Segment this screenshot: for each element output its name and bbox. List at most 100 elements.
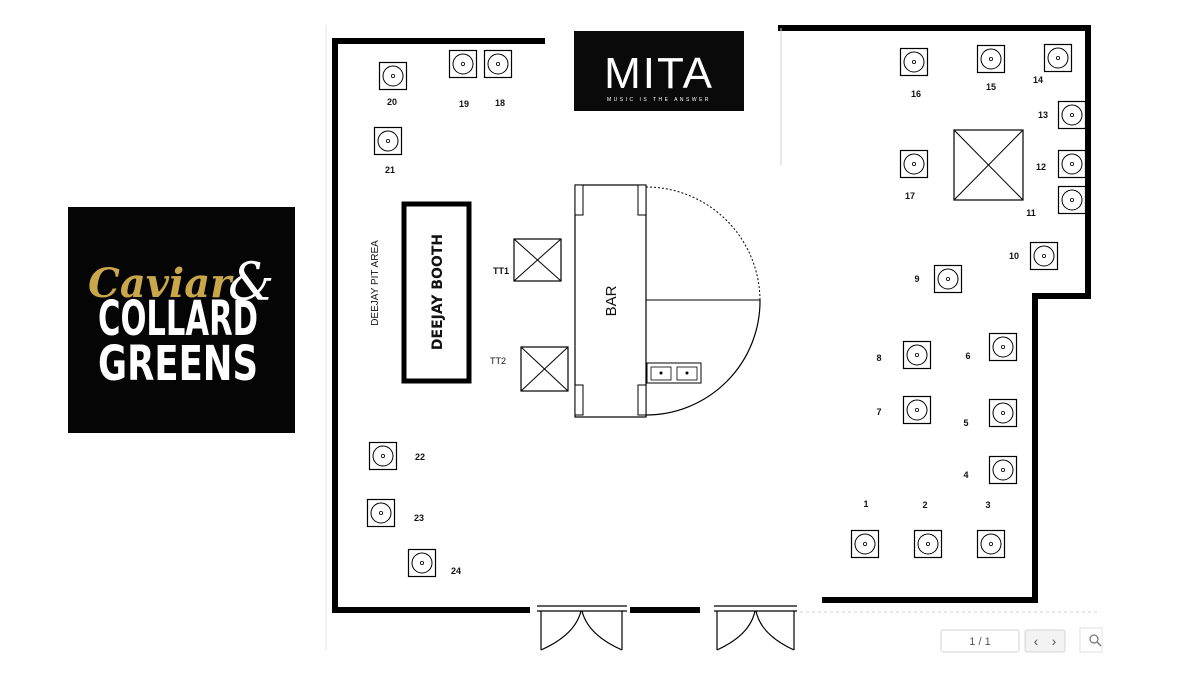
table-center-dot [989, 57, 994, 62]
table-center-dot [390, 74, 395, 79]
table-18: 18 [483, 49, 513, 108]
table-center-dot [1001, 467, 1006, 472]
tt2-label: TT2 [490, 356, 506, 366]
table-square [368, 441, 398, 471]
table-number-label: 21 [385, 165, 395, 175]
table-center-dot [989, 542, 994, 547]
table-square [850, 529, 880, 559]
table-square [1057, 149, 1087, 179]
table-top-circle [372, 445, 394, 467]
entrance-doors-left [537, 605, 627, 651]
table-square [933, 264, 963, 294]
deejay-booth-outline [401, 201, 472, 384]
table-23: 23 [366, 498, 424, 528]
table-17: 17 [899, 149, 929, 201]
wall-west-north [332, 38, 545, 613]
page-indicator-box [940, 629, 1020, 653]
table-number-label: 19 [459, 99, 469, 109]
table-square [988, 332, 1018, 362]
table-15: 15 [976, 44, 1006, 92]
table-9: 9 [914, 264, 963, 294]
table-top-circle [487, 53, 509, 75]
table-1: 1 [850, 499, 880, 559]
table-10: 10 [1009, 241, 1059, 271]
table-square [976, 529, 1006, 559]
table-6: 6 [965, 332, 1018, 362]
table-center-dot [378, 510, 383, 515]
table-number-label: 5 [963, 418, 968, 428]
next-page-button[interactable]: › [1052, 633, 1057, 649]
table-square [913, 529, 943, 559]
table-center-dot [863, 542, 868, 547]
table-center-dot [912, 60, 917, 65]
logo-background [68, 207, 295, 433]
table-top-circle [1033, 245, 1055, 267]
table-number-label: 9 [914, 274, 919, 284]
table-number-label: 13 [1038, 110, 1048, 120]
table-top-circle [903, 153, 925, 175]
table-square [899, 149, 929, 179]
table-2: 2 [913, 500, 943, 559]
table-12: 12 [1036, 149, 1087, 179]
table-square [373, 126, 403, 156]
table-top-circle [917, 533, 939, 555]
table-center-dot [1042, 253, 1047, 258]
tt1-label: TT1 [493, 266, 509, 276]
mita-sign: MITA MUSIC IS THE ANSWER [574, 31, 744, 111]
table-top-circle [992, 459, 1014, 481]
bar-sink [646, 362, 702, 384]
table-square [1057, 100, 1087, 130]
table-top-circle [906, 344, 928, 366]
table-top-circle [452, 53, 474, 75]
table-square [407, 548, 437, 578]
table-number-label: 23 [414, 513, 424, 523]
deejay-booth: DEEJAY BOOTH [401, 201, 472, 384]
turntable-tt1 [513, 238, 562, 282]
entrance-doors-right [714, 605, 797, 651]
table-20: 20 [378, 61, 408, 107]
mita-tagline: MUSIC IS THE ANSWER [607, 97, 711, 103]
table-top-circle [1061, 104, 1083, 126]
table-number-label: 1 [863, 499, 868, 509]
table-square [988, 455, 1018, 485]
table-4: 4 [963, 455, 1018, 485]
table-center-dot [385, 138, 390, 143]
page-arrows-group [1024, 629, 1066, 653]
table-center-dot [915, 352, 920, 357]
table-11: 11 [1026, 185, 1087, 218]
table-top-circle [370, 502, 392, 524]
table-center-dot [460, 62, 465, 67]
table-square [902, 395, 932, 425]
table-square [1043, 43, 1073, 73]
table-center-dot [926, 542, 931, 547]
table-square [902, 340, 932, 370]
table-top-circle [411, 552, 433, 574]
deejay-booth-label: DEEJAY BOOTH [430, 234, 446, 350]
table-top-circle [1061, 153, 1083, 175]
page-navigator: 1 / 1 ‹ › [940, 627, 1103, 653]
table-center-dot [1070, 113, 1075, 118]
table-square [1057, 185, 1087, 215]
table-square [1029, 241, 1059, 271]
table-square [483, 49, 513, 79]
table-square [899, 47, 929, 77]
table-21: 21 [373, 126, 403, 175]
table-14: 14 [1033, 43, 1073, 85]
logo-word-collard: COLLARD [98, 291, 258, 347]
table-center-dot [946, 276, 951, 281]
table-number-label: 22 [415, 452, 425, 462]
table-5: 5 [963, 398, 1018, 428]
table-center-dot [915, 407, 920, 412]
table-24: 24 [407, 548, 461, 578]
bar-counter: BAR [574, 184, 761, 418]
table-center-dot [380, 453, 385, 458]
table-top-circle [980, 533, 1002, 555]
zoom-icon[interactable] [1079, 627, 1103, 653]
deejay-pit-area-label: DEEJAY PIT AREA [370, 240, 381, 326]
table-number-label: 17 [905, 191, 915, 201]
table-number-label: 20 [387, 97, 397, 107]
table-square [378, 61, 408, 91]
prev-page-button[interactable]: ‹ [1034, 633, 1039, 649]
table-number-label: 16 [911, 89, 921, 99]
